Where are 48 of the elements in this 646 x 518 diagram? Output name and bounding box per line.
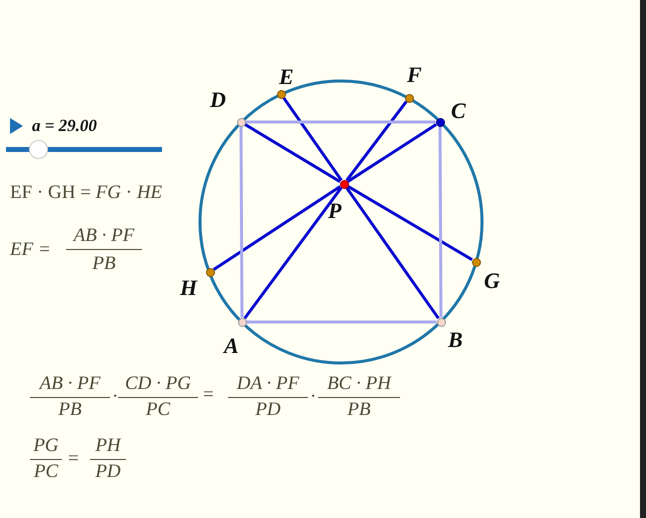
line-segment (240, 126, 244, 318)
line-segment (282, 96, 343, 182)
line-segment (345, 186, 440, 320)
line-segment (347, 185, 473, 261)
formula-text: = (203, 385, 214, 406)
fraction-numerator: PG (30, 436, 62, 460)
fraction-numerator: BC · PH (318, 374, 400, 398)
point-label: C (451, 100, 466, 122)
point-label: G (484, 270, 500, 292)
formula-text: EF · GH = FG · HE (10, 183, 162, 204)
formula-text: = (68, 449, 79, 470)
formula-text: EF = (10, 240, 51, 261)
point-label: E (279, 66, 294, 88)
line-segment (246, 320, 436, 324)
point-dot (236, 118, 246, 126)
line-segment (244, 123, 341, 183)
fraction-denominator: PC (32, 462, 60, 483)
slider-value: a = 29.00 (32, 116, 97, 136)
fraction-denominator: PB (57, 400, 83, 421)
line-segment (346, 123, 438, 183)
fraction-numerator: AB · PF (30, 374, 110, 398)
point-label: F (407, 64, 422, 86)
point-label: H (180, 277, 198, 299)
formula-text: · (310, 387, 316, 408)
fraction-denominator: PB (346, 400, 372, 421)
line-segment (212, 185, 342, 271)
point-label: A (224, 335, 239, 357)
point-dot (472, 258, 480, 266)
point-label: B (448, 329, 463, 351)
fraction-denominator: PD (94, 462, 122, 483)
fraction-denominator: PB (91, 254, 117, 275)
point-dot (276, 90, 286, 98)
point-label: D (210, 89, 226, 111)
line-segment (346, 100, 408, 182)
fraction-numerator: DA · PF (228, 374, 308, 398)
point-label: P (328, 200, 342, 222)
line-segment (438, 126, 442, 318)
fraction-numerator: PH (90, 436, 126, 460)
formula-text: · (112, 387, 118, 408)
fraction-numerator: CD · PG (118, 374, 198, 398)
fraction-numerator: AB · PF (66, 226, 142, 250)
fraction-denominator: PC (144, 400, 172, 421)
point-dot (238, 318, 246, 326)
point-dot (404, 94, 414, 102)
point-dot (206, 268, 214, 276)
line-segment (243, 186, 343, 320)
line-segment (246, 120, 436, 124)
fraction-denominator: PD (254, 400, 282, 421)
